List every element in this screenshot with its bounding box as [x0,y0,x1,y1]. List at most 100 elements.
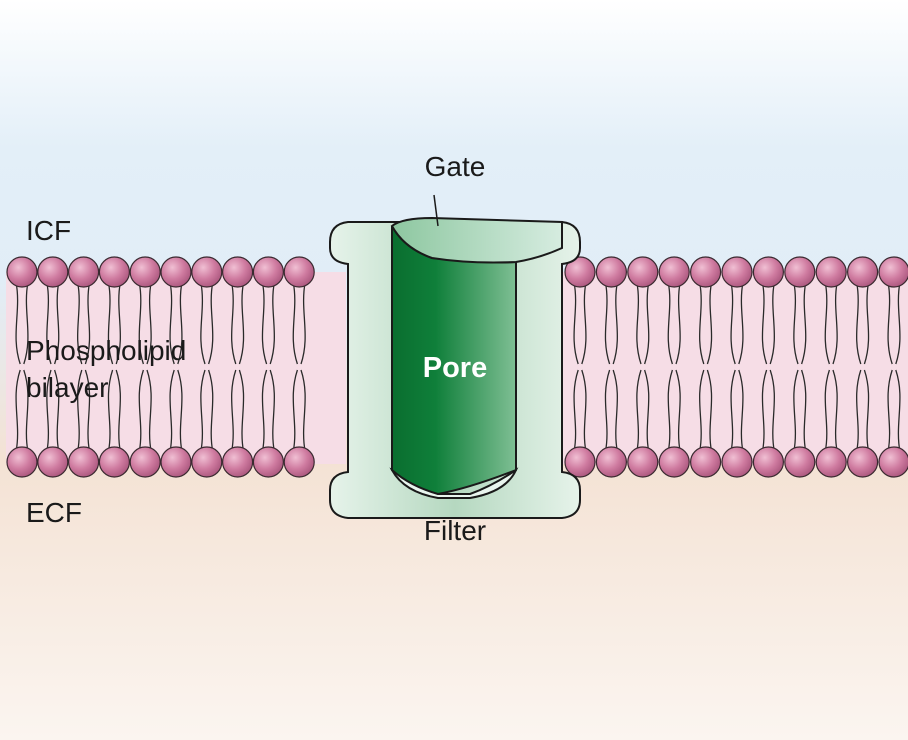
ion-channel [329,216,581,519]
lipid-tail [84,369,91,453]
lipid-tail [800,281,807,365]
lipid-head [627,256,659,288]
lipid-tails [15,281,901,453]
lipid-tail [107,369,114,453]
lipid-head [283,446,315,478]
lipid-tail [177,281,183,365]
lipid-tail [667,281,674,365]
lipid-head [252,446,284,478]
lipid-tail [84,281,91,365]
lipid-tail [238,281,245,365]
lipid-tail [230,369,237,453]
lipid-tail [738,369,744,453]
lipid-tail [169,369,175,453]
lipid-tail [573,369,579,453]
lipid-head [222,256,254,288]
lipid-head [595,446,628,478]
lipid-tail [800,369,807,453]
lipid-tail [667,369,674,453]
lipid-head [752,446,785,478]
bilayer-band-right [562,272,908,464]
lipid-tail [138,281,145,365]
lipid-tail [832,281,838,365]
lipid-tail [573,281,579,365]
lipid-tail [23,369,29,453]
lipid-tail [863,369,870,453]
lipid-head [689,446,722,478]
lipid-head [37,446,69,478]
lipid-tail [200,281,206,365]
lipid-head [564,256,596,288]
lipid-head [815,446,847,478]
label-membrane-line2: bilayer [26,372,108,403]
lipid-tail [698,281,705,365]
lipid-tail [824,369,831,453]
lipid-tail [15,369,21,453]
lipid-tail [793,369,799,453]
lipid-head [67,256,100,288]
lipid-tail [169,281,175,365]
lipid-tail [177,369,183,453]
lipid-tail [738,281,744,365]
lipid-tail [76,369,83,453]
lipid-tail [643,281,650,365]
lipid-tail [863,281,870,365]
lipid-head [283,256,315,288]
lipid-head [98,256,131,288]
lipid-tail [730,369,736,453]
lipid-head [846,256,879,288]
lipid-tail [761,281,768,365]
lipid-tail [581,369,587,453]
gate-flap [390,216,563,264]
lipid-tail [643,369,650,453]
label-icf: ICF [26,215,71,246]
lipid-tail [46,369,52,453]
lipid-tail [292,281,299,365]
lipid-head [721,446,753,478]
lipid-tail [604,369,611,453]
lipid-head [627,446,659,478]
lipid-head [878,256,908,288]
lipid-tail [76,281,83,365]
lipid-head [878,446,908,478]
lipid-tail [269,369,276,453]
lipid-tail [612,369,619,453]
lipid-head [222,446,254,478]
lipid-tail [887,281,893,365]
lipid-tail [612,281,619,365]
lipid-head [6,256,38,288]
lipid-tail [824,281,831,365]
lipid-tail [300,369,306,453]
lipid-tail [200,369,206,453]
lipid-tail [793,281,799,365]
lipid-tail [636,369,642,453]
lipid-tail [636,281,642,365]
lipid-tail [107,281,114,365]
lipid-tail [581,281,587,365]
lipid-head [160,256,192,288]
lipid-head [6,446,38,478]
lipid-tail [238,369,245,453]
lipid-heads [6,256,908,478]
lipid-tail [53,369,60,453]
lipid-head [721,256,753,288]
lipid-tail [706,369,713,453]
lipid-tail [261,369,268,453]
lipid-head [658,446,690,478]
lipid-tail [230,281,237,365]
lipid-tail [706,281,713,365]
label-gate: Gate [425,151,486,182]
lipid-tail [292,369,299,453]
lipid-tail [769,369,776,453]
lipid-head [252,256,284,288]
lipid-tail [115,369,122,453]
lipid-head [191,256,223,288]
lipid-tail [207,281,214,365]
lipid-tail [300,281,306,365]
lipid-head [846,446,879,478]
lipid-tail [761,369,768,453]
lipid-head [689,256,722,288]
lipid-head [564,446,596,478]
